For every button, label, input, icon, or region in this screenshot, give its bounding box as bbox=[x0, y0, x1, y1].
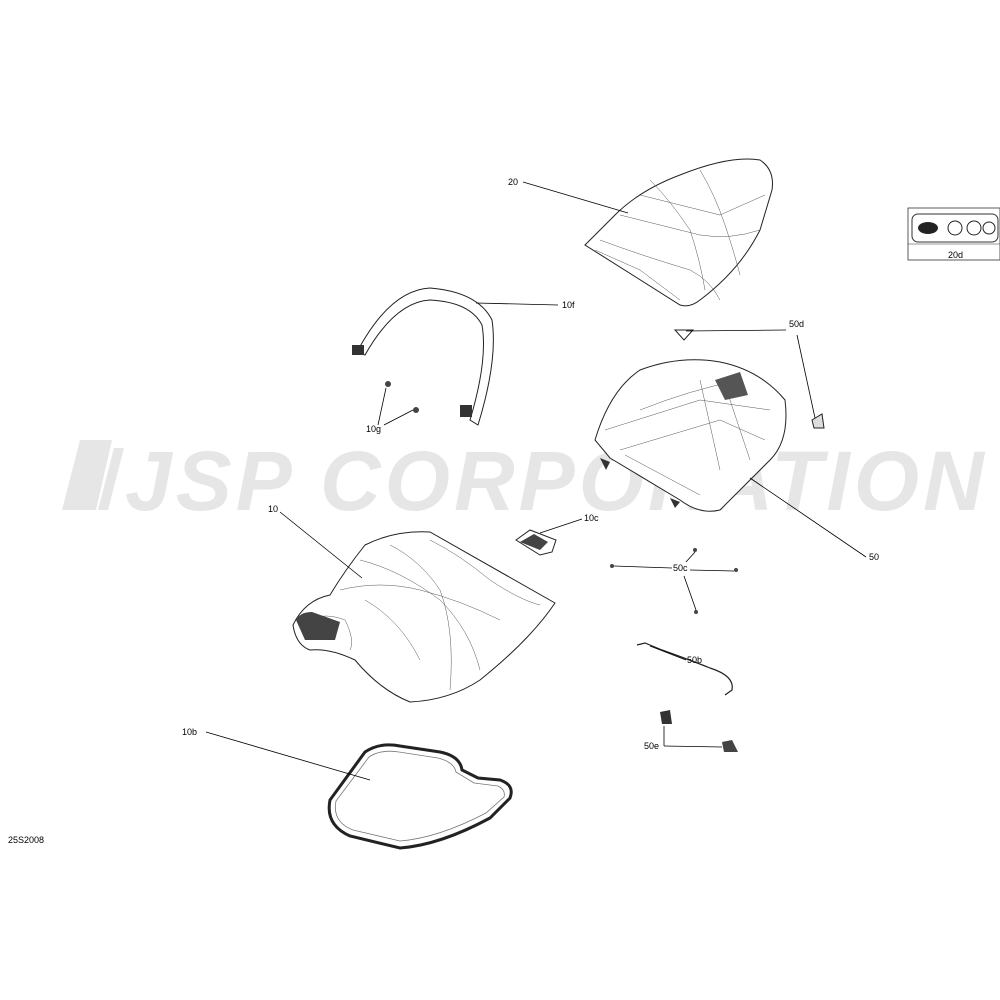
callout-20: 20 bbox=[508, 177, 518, 187]
diagram-code: 25S2008 bbox=[8, 835, 45, 845]
callout-50: 50 bbox=[869, 552, 879, 562]
watermark-logo-mark bbox=[62, 440, 112, 510]
callout-20d: 20d bbox=[948, 250, 963, 260]
nut-parts-50e bbox=[660, 710, 738, 752]
callout-50b: 50b bbox=[687, 655, 702, 665]
fastener-parts-50c bbox=[610, 548, 738, 614]
latch-part-10c bbox=[515, 529, 557, 556]
gasket-part-10b bbox=[327, 743, 513, 850]
watermark-logo-mark-2 bbox=[98, 448, 124, 510]
seat-strap-part bbox=[352, 287, 494, 426]
callout-50e: 50e bbox=[644, 741, 659, 751]
front-seat-cover-part bbox=[292, 531, 556, 703]
callout-labels: 20 10f 10g 50d 50 10 10c 50c 50b 10b 50e bbox=[182, 177, 879, 751]
seat-base-part bbox=[594, 359, 787, 512]
rear-seat-cover-part bbox=[584, 158, 773, 307]
watermark-text: JSP CORPORATION bbox=[125, 434, 988, 528]
callout-10: 10 bbox=[268, 504, 278, 514]
callout-10c: 10c bbox=[584, 513, 599, 523]
sticker-20d-box: 20d bbox=[907, 207, 1000, 261]
leader-lines bbox=[205, 181, 867, 781]
clip-parts-50d bbox=[673, 329, 825, 429]
callout-50d: 50d bbox=[789, 319, 804, 329]
callout-10b: 10b bbox=[182, 727, 197, 737]
callout-10g: 10g bbox=[366, 424, 381, 434]
screw-parts-10g bbox=[385, 381, 419, 413]
callout-50c: 50c bbox=[673, 563, 688, 573]
callout-10f: 10f bbox=[562, 300, 575, 310]
rod-part-50b bbox=[636, 642, 733, 696]
watermark: JSP CORPORATION bbox=[62, 434, 988, 528]
